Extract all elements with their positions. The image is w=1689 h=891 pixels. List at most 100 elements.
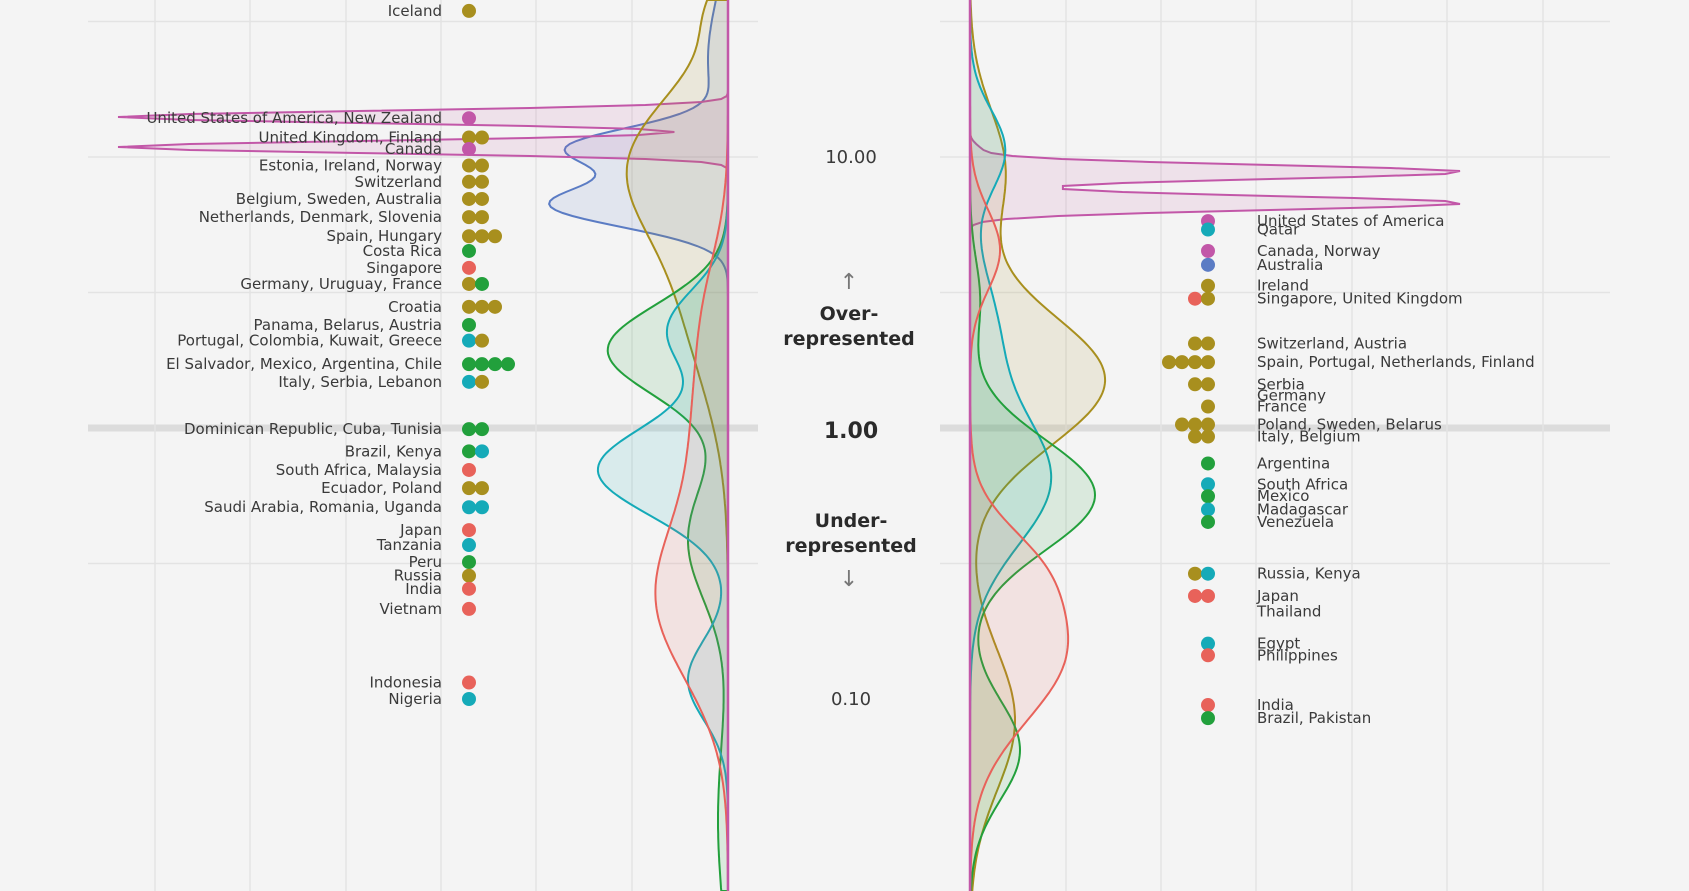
data-point <box>462 111 476 126</box>
point-label: Russia, Kenya <box>1257 565 1361 583</box>
point-label: Egypt <box>1257 635 1300 653</box>
data-point <box>462 500 476 515</box>
data-point <box>462 276 476 291</box>
data-point <box>475 357 489 372</box>
data-point <box>462 462 476 477</box>
data-point <box>1201 711 1215 726</box>
point-label: United Kingdom, Finland <box>258 129 442 147</box>
density-olive-right <box>969 0 1107 891</box>
data-point <box>462 581 476 596</box>
data-point <box>1188 377 1202 392</box>
point-label: Japan <box>1256 587 1299 605</box>
data-point <box>475 210 489 225</box>
point-label: Switzerland, Austria <box>1257 335 1407 353</box>
data-point <box>475 299 489 314</box>
point-label: Italy, Belgium <box>1257 428 1361 446</box>
point-label: Madagascar <box>1257 501 1349 519</box>
point-label: Argentina <box>1257 454 1330 472</box>
data-point <box>1201 429 1215 444</box>
point-label: Japan <box>399 521 442 539</box>
data-point <box>1188 429 1202 444</box>
y-tick-label: 10.00 <box>825 147 877 168</box>
data-point <box>1201 399 1215 414</box>
data-point <box>462 538 476 553</box>
data-point <box>475 229 489 244</box>
data-point <box>462 174 476 189</box>
point-label: Ecuador, Poland <box>321 479 442 497</box>
point-label: Vietnam <box>379 600 442 618</box>
data-point <box>462 555 476 570</box>
point-label: Portugal, Colombia, Kuwait, Greece <box>177 332 442 350</box>
y-tick-label: 1.00 <box>824 419 878 444</box>
under-represented-label-1: Under- <box>815 510 888 532</box>
point-label: Dominican Republic, Cuba, Tunisia <box>184 420 442 438</box>
point-label: Brazil, Kenya <box>345 442 442 460</box>
data-point <box>462 481 476 496</box>
point-label: Singapore <box>366 259 442 277</box>
point-label: Nigeria <box>388 690 442 708</box>
data-point <box>462 422 476 437</box>
data-point <box>475 481 489 496</box>
data-point <box>462 692 476 706</box>
baseline-layer <box>726 0 972 891</box>
data-point <box>475 333 489 348</box>
point-label: France <box>1257 398 1307 416</box>
data-point <box>1175 417 1189 432</box>
data-point <box>488 299 502 314</box>
data-point <box>1188 566 1202 581</box>
point-label: India <box>405 580 442 598</box>
data-point <box>501 357 515 372</box>
data-point <box>475 444 489 459</box>
point-label: Croatia <box>388 298 442 316</box>
data-point <box>462 374 476 389</box>
point-label: Panama, Belarus, Austria <box>254 316 443 334</box>
point-label: Australia <box>1257 256 1323 274</box>
point-label: Mexico <box>1257 487 1309 505</box>
data-point <box>1201 377 1215 392</box>
point-label: Germany <box>1257 386 1326 404</box>
y-tick-label: 0.10 <box>831 689 871 710</box>
data-point <box>475 422 489 437</box>
point-label: South Africa <box>1257 475 1348 493</box>
data-point <box>1201 222 1215 237</box>
data-point <box>462 568 476 583</box>
point-label: Singapore, United Kingdom <box>1257 290 1463 308</box>
data-point <box>475 191 489 206</box>
point-label: Canada <box>385 140 442 158</box>
data-point <box>462 142 476 157</box>
data-point <box>462 130 476 145</box>
point-label: Peru <box>409 553 442 571</box>
under-represented-label-2: represented <box>785 535 916 557</box>
data-point <box>462 444 476 459</box>
data-point <box>475 158 489 173</box>
point-label: Ireland <box>1257 277 1309 295</box>
data-point <box>462 299 476 314</box>
data-point <box>475 500 489 515</box>
point-label: United States of America, New Zealand <box>146 109 442 127</box>
data-point <box>1201 456 1215 471</box>
data-point <box>488 357 502 372</box>
data-point <box>462 229 476 244</box>
point-label: Qatar <box>1257 221 1300 239</box>
data-point <box>1188 336 1202 351</box>
data-point <box>1188 291 1202 306</box>
data-point <box>1201 417 1215 432</box>
data-point <box>475 130 489 145</box>
data-point <box>462 601 476 616</box>
point-label: Italy, Serbia, Lebanon <box>278 373 442 391</box>
data-point <box>1201 502 1215 517</box>
point-label: Canada, Norway <box>1257 242 1381 260</box>
data-point <box>475 276 489 291</box>
data-point <box>1201 243 1215 258</box>
data-point <box>462 191 476 206</box>
data-point <box>475 374 489 389</box>
data-point <box>488 229 502 244</box>
point-label: Netherlands, Denmark, Slovenia <box>199 208 442 226</box>
point-label: Spain, Portugal, Netherlands, Finland <box>1257 353 1535 371</box>
point-label: Tanzania <box>376 536 442 554</box>
data-point <box>1201 636 1215 651</box>
point-label: Brazil, Pakistan <box>1257 709 1371 727</box>
point-label: Poland, Sweden, Belarus <box>1257 416 1442 434</box>
